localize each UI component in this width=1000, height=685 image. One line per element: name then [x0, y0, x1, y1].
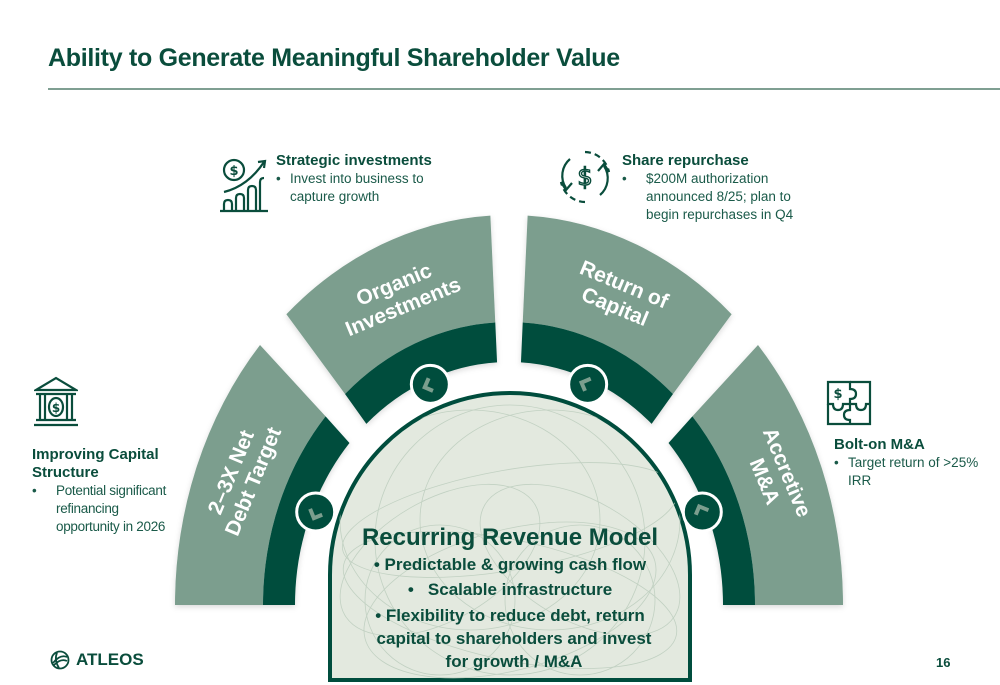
segment-outer-band: [286, 215, 496, 395]
callout-bolt-on: Bolt-on M&A Target return of >25% IRR: [834, 436, 984, 490]
callout-bullet: Invest into business to capture growth: [276, 170, 466, 206]
segment-debt-target: 2–3X NetDebt Target: [175, 345, 350, 605]
page-number: 16: [936, 655, 951, 670]
chevron-badge-icon: [567, 363, 609, 405]
callout-bullet: Target return of >25% IRR: [834, 454, 984, 490]
segment-organic-investments: OrganicInvestments: [286, 215, 498, 424]
segment-outer-band: [692, 345, 843, 605]
callout-heading: Share repurchase: [622, 152, 749, 169]
center-line: • Predictable & growing cash flow: [374, 555, 647, 574]
center-line: • Scalable infrastructure: [408, 580, 612, 599]
growth-chart-dollar-icon: $: [220, 152, 270, 214]
segment-accretive-ma: AccretiveM&A: [668, 345, 843, 605]
heading-line: Improving Capital: [32, 446, 159, 463]
center-line: • Flexibility to reduce debt, return: [375, 606, 645, 625]
svg-text:$: $: [52, 401, 60, 415]
globe-logo-icon: [50, 650, 70, 670]
center-line: capital to shareholders and invest: [377, 629, 652, 648]
atleos-logo: ATLEOS: [50, 650, 144, 670]
logo-text: ATLEOS: [76, 650, 144, 669]
svg-text:$: $: [577, 163, 592, 191]
callout-heading: Improving Capital Structure: [32, 446, 182, 482]
svg-text:$: $: [833, 387, 842, 402]
heading-line: Structure: [32, 464, 99, 481]
chevron-badge-icon: [295, 491, 337, 533]
center-title: Recurring Revenue Model: [362, 524, 658, 551]
callout-capital-structure: Improving Capital Structure Potential si…: [32, 446, 182, 536]
callout-bullet: $200M authorization announced 8/25; plan…: [622, 170, 822, 224]
chevron-badge-icon: [409, 363, 451, 405]
callout-heading: Strategic investments: [276, 152, 432, 169]
segment-return-of-capital: Return ofCapital: [520, 215, 732, 424]
dome-pattern: [339, 404, 681, 679]
chevron-badge-icon: [681, 491, 723, 533]
bank-dollar-icon: $: [34, 376, 78, 428]
puzzle-dollar-icon: $: [826, 380, 872, 426]
callout-heading: Bolt-on M&A: [834, 436, 925, 453]
cycle-dollar-icon: $: [556, 148, 614, 206]
title-divider: [48, 88, 1000, 90]
page-title: Ability to Generate Meaningful Sharehold…: [48, 44, 620, 72]
callout-share-repurchase: Share repurchase $200M authorization ann…: [622, 152, 822, 224]
center-line: for growth / M&A: [446, 652, 583, 671]
callout-strategic-investments: Strategic investments Invest into busine…: [276, 152, 466, 206]
segment-outer-band: [175, 345, 326, 605]
segment-outer-band: [522, 215, 732, 395]
center-dome: Recurring Revenue Model • Predictable & …: [328, 391, 692, 682]
svg-text:$: $: [229, 164, 238, 179]
callout-bullet: Potential significant refinancing opport…: [32, 482, 182, 536]
